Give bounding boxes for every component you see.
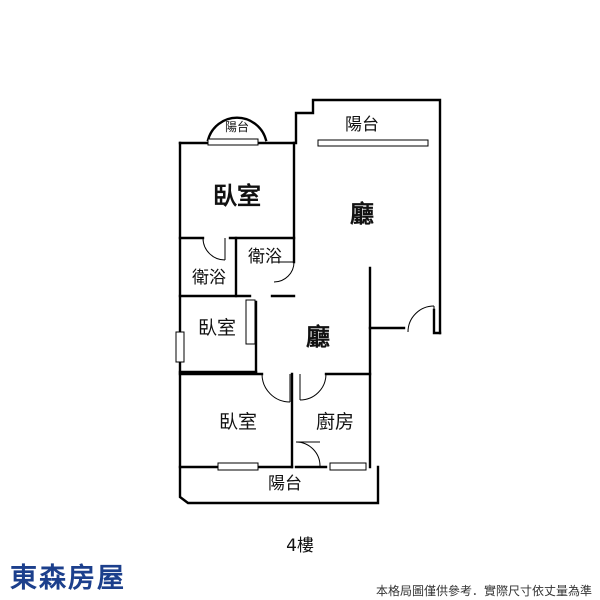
doors [202,237,435,467]
room-label-bath-1: 衛浴 [192,268,226,288]
room-label-balcony-top-small: 陽台 [225,119,249,134]
room-label-kitchen: 廚房 [316,410,354,433]
room-label-living-2: 廳 [306,323,330,351]
disclaimer-text: 本格局圖僅供參考．實際尺寸依丈量為準 [375,584,592,598]
room-label-balcony-top: 陽台 [345,115,379,135]
room-label-living-1: 廳 [350,200,374,228]
inner-walls [178,141,372,469]
windows [175,138,429,471]
brand-logo-text: 東森房屋 [10,563,126,594]
room-label-balcony-bottom: 陽台 [268,474,302,494]
small-balcony-shape [206,116,268,142]
room-label-bedroom-1: 臥室 [213,182,261,210]
room-label-bedroom-3: 臥室 [219,411,257,433]
outer-walls [178,98,442,505]
floor-label: 4樓 [286,536,314,556]
room-label-bedroom-2: 臥室 [198,317,236,339]
room-label-bath-2: 衛浴 [248,247,282,267]
